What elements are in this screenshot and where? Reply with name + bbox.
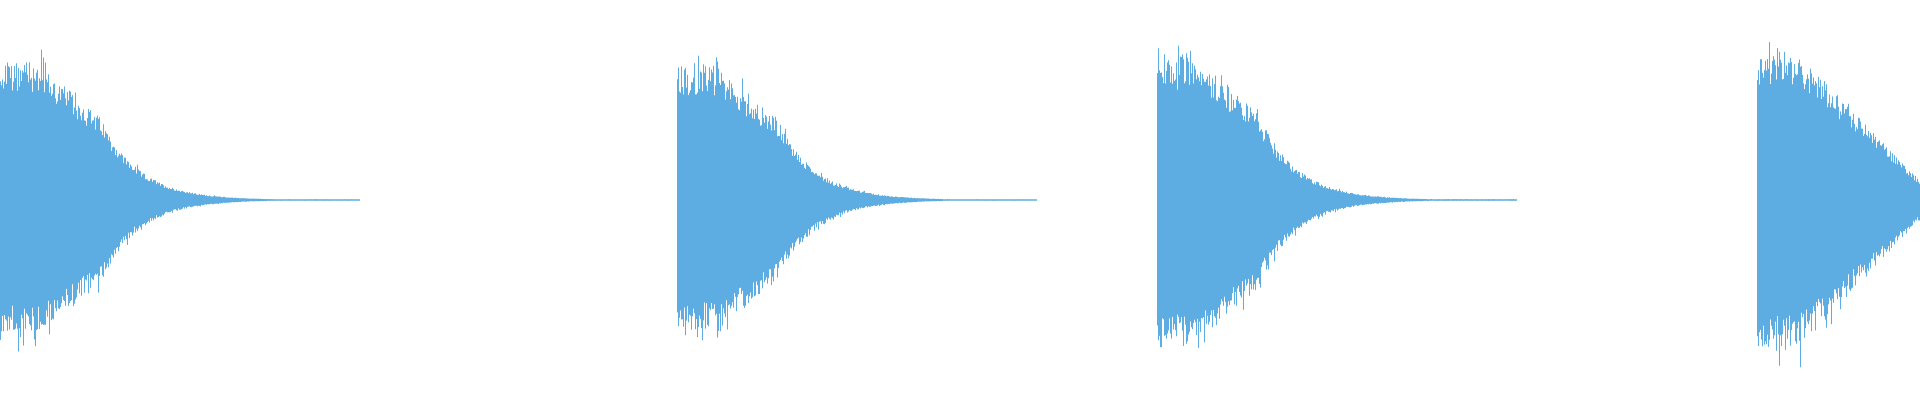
waveform-envelope xyxy=(0,49,360,352)
waveform-envelope xyxy=(1157,45,1517,348)
waveform-event-2 xyxy=(677,55,1037,341)
waveform-envelope xyxy=(1757,42,1920,368)
waveform-event-3 xyxy=(1157,45,1517,348)
waveform-event-1 xyxy=(0,49,360,352)
waveform-layer xyxy=(0,42,1920,368)
waveform-envelope xyxy=(677,55,1037,341)
waveform-event-4 xyxy=(1757,42,1920,368)
